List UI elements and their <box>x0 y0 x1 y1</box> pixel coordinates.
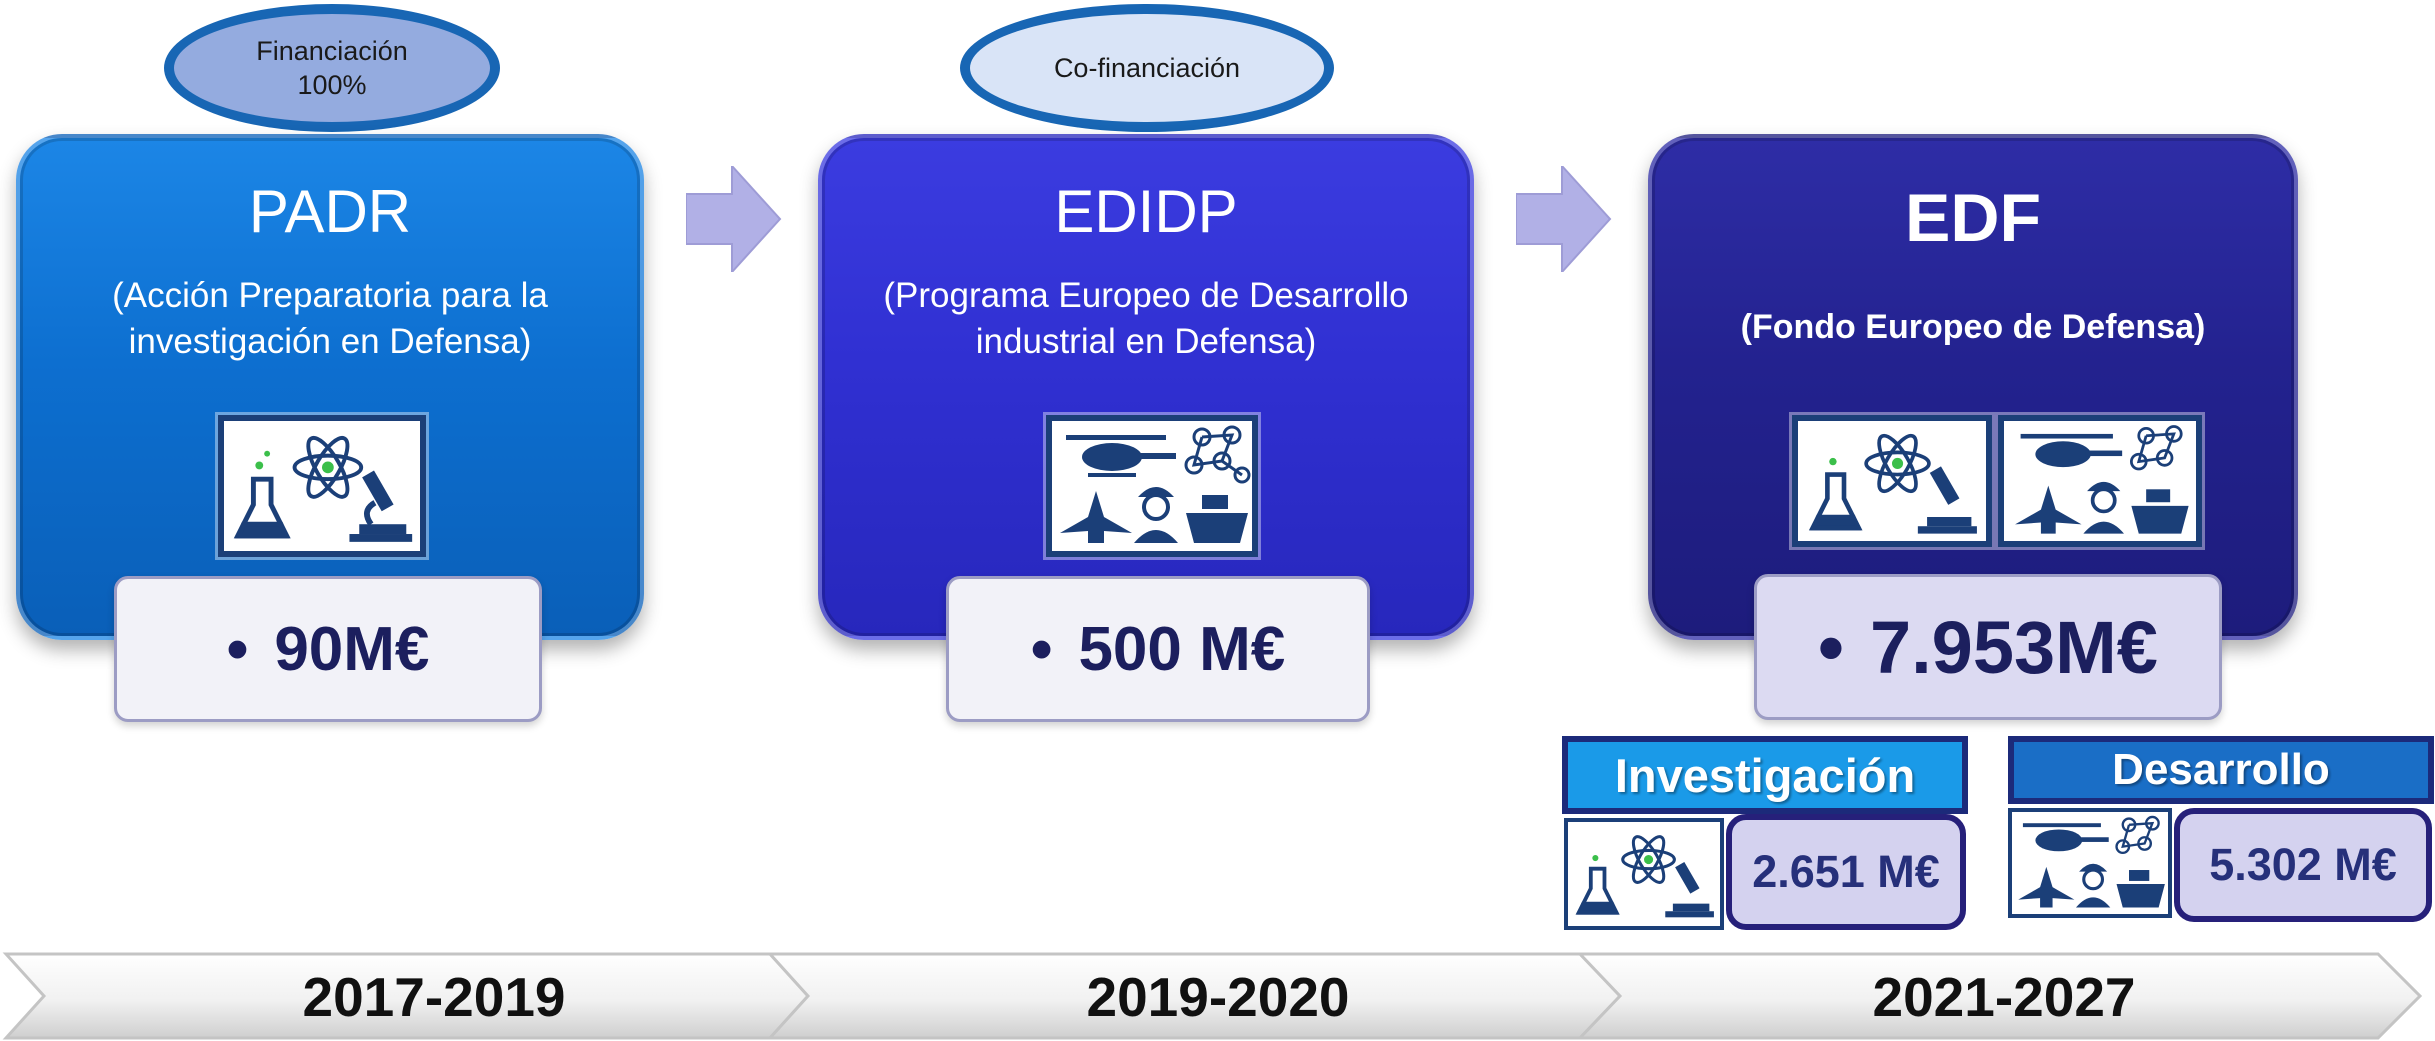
category-amount-box: 5.302 M€ <box>2174 808 2432 922</box>
timeline-period-2: 2019-2020 <box>1086 966 1350 1028</box>
cofinancing-label: Co-financiación <box>1053 53 1241 83</box>
category-amount: 5.302 M€ <box>2209 839 2397 890</box>
program-panel-padr: PADR (Acción Preparatoria para la invest… <box>16 134 644 640</box>
program-title: EDIDP <box>1054 178 1238 245</box>
chemistry-flask-icon <box>233 450 291 539</box>
program-panel-edidp: EDIDP (Programa Europeo de Desarrollo in… <box>818 134 1474 640</box>
program-subtitle: (Fondo Europeo de Defensa) <box>1740 308 2206 346</box>
research-icons <box>1792 415 1992 547</box>
financing-100-badge: Financiación 100% <box>164 4 500 132</box>
fighter-jet-icon <box>1060 491 1132 543</box>
development-icons <box>1998 415 2202 547</box>
ship-icon <box>2131 489 2189 534</box>
program-subtitle: (Acción Preparatoria para la investigaci… <box>112 276 548 361</box>
program-title: EDF <box>1905 180 2041 256</box>
timeline-period-3: 2021-2027 <box>1872 966 2136 1028</box>
microscope-icon <box>1665 861 1714 918</box>
microscope-icon <box>1917 466 1977 534</box>
timeline-segment <box>1576 952 2423 1040</box>
atom-icon <box>1864 433 1931 494</box>
bullet: • <box>1030 614 1053 684</box>
development-icons <box>1046 415 1258 557</box>
microscope-icon <box>349 470 413 542</box>
timeline-period-1: 2017-2019 <box>302 966 566 1028</box>
category-label: Investigación <box>1614 748 1916 802</box>
helicopter-icon <box>1066 435 1176 477</box>
research-icons <box>1564 818 1724 930</box>
soldier-icon <box>2083 481 2124 534</box>
atom-icon <box>292 435 364 499</box>
network-icon <box>1184 425 1251 484</box>
research-icons <box>218 415 426 557</box>
ship-icon <box>1186 495 1248 543</box>
program-panel-edf: EDF (Fondo Europeo de Defensa) <box>1648 134 2298 640</box>
program-title: PADR <box>248 178 412 245</box>
program-amount: 90M€ <box>274 614 430 684</box>
network-icon <box>2129 425 2183 471</box>
category-amount-box: 2.651 M€ <box>1726 814 1966 930</box>
category-label: Desarrollo <box>2112 745 2330 794</box>
bullet: • <box>226 614 249 684</box>
program-amount-box: • 7.953M€ <box>1754 574 2222 720</box>
soldier-icon <box>1134 487 1178 543</box>
helicopter-icon <box>2022 823 2109 852</box>
badge-line-1: Financiación <box>256 36 408 66</box>
timeline-bar <box>2 952 2423 1040</box>
bullet: • <box>1818 605 1844 689</box>
development-icons <box>2008 808 2172 918</box>
helicopter-icon <box>2020 433 2123 468</box>
program-amount: 7.953M€ <box>1869 605 2158 689</box>
fighter-jet-icon <box>2018 866 2075 908</box>
chemistry-flask-icon <box>1575 855 1620 915</box>
fighter-jet-icon <box>2015 485 2082 534</box>
program-amount-box: • 500 M€ <box>946 576 1370 722</box>
badge-line-2: 100% <box>297 70 367 100</box>
category-header-research: Investigación <box>1562 736 1968 814</box>
network-icon <box>2115 815 2160 855</box>
chemistry-flask-icon <box>1808 457 1863 531</box>
program-amount: 500 M€ <box>1078 614 1286 684</box>
right-arrow-icon <box>686 166 782 272</box>
category-amount: 2.651 M€ <box>1752 846 1940 897</box>
category-header-development: Desarrollo <box>2008 736 2434 804</box>
ship-icon <box>2116 870 2165 908</box>
atom-icon <box>1621 835 1676 884</box>
program-amount-box: • 90M€ <box>114 576 542 722</box>
cofinancing-badge: Co-financiación <box>960 4 1334 132</box>
soldier-icon <box>2075 863 2111 908</box>
program-subtitle: (Programa Europeo de Desarrollo industri… <box>883 276 1409 361</box>
right-arrow-icon <box>1516 166 1612 272</box>
